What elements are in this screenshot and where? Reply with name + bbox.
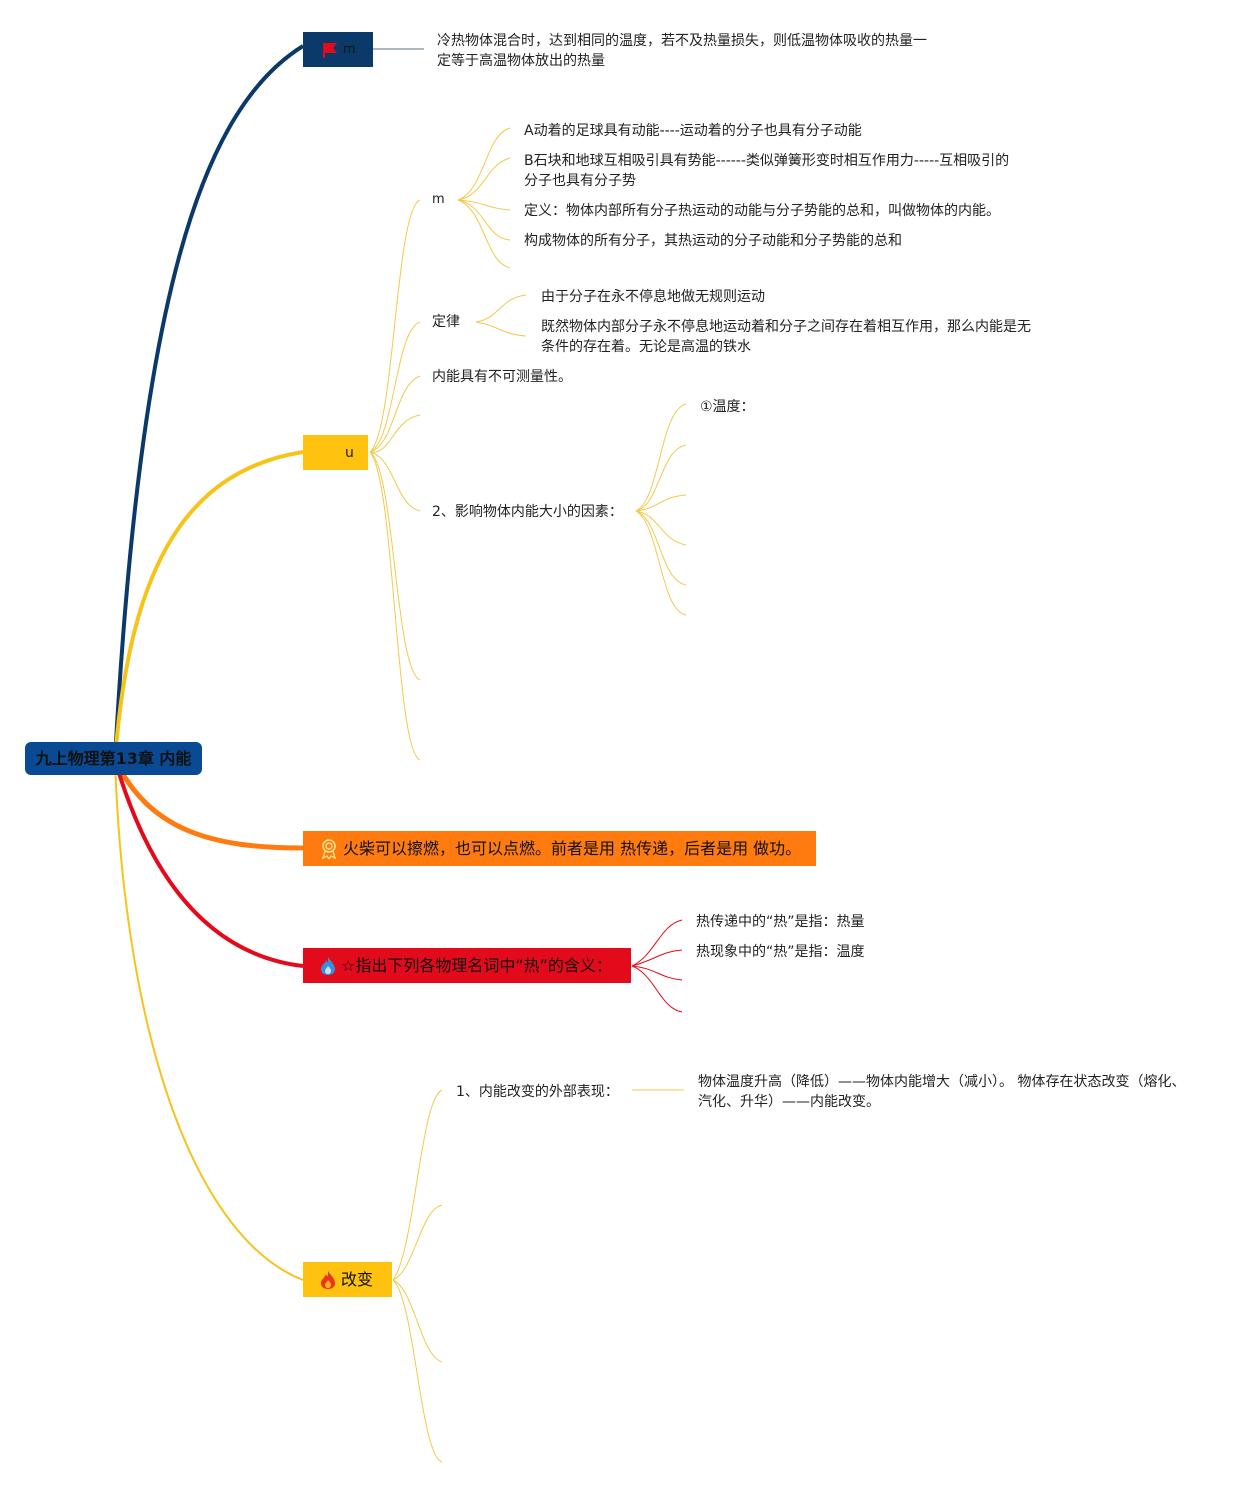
- sub-factors-label[interactable]: 2、影响物体内能大小的因素：: [432, 504, 623, 520]
- connector-branch4-item4: [631, 965, 683, 1013]
- sub-m-item-1: A动着的足球具有动能----运动着的分子也具有分子动能: [524, 123, 862, 139]
- connector-factors-item1: [635, 403, 687, 512]
- connector-branch2-blank1: [369, 414, 421, 453]
- connector-branch4-item2: [631, 949, 683, 967]
- root-node[interactable]: 九上物理第13章 内能: [25, 742, 202, 775]
- sub-law-item-1: 由于分子在永不停息地做无规则运动: [541, 289, 765, 305]
- branch1-note: 冷热物体混合时，达到相同的温度，若不及热量损失，则低温物体吸收的热量一定等于高温…: [437, 33, 927, 69]
- branch4-node[interactable]: ☆指出下列各物理名词中“热”的含义：: [303, 948, 631, 983]
- branch2-label: u: [345, 444, 354, 461]
- fire-icon: [319, 1270, 337, 1290]
- connector-factors-item2: [635, 444, 687, 512]
- connector-m-item1: [457, 127, 511, 201]
- connector-branch2-m: [369, 199, 421, 453]
- branch3-node[interactable]: 火柴可以擦燃，也可以点燃。前者是用 热传递，后者是用 做功。: [303, 831, 816, 866]
- flag-icon: [321, 41, 339, 59]
- root-title: 九上物理第13章 内能: [35, 748, 192, 768]
- connector-factors-item6: [635, 510, 687, 616]
- branch4-label: ☆指出下列各物理名词中“热”的含义：: [341, 955, 612, 975]
- connector-root-branch3: [112, 758, 304, 851]
- branch4-item-2: 热现象中的“热”是指：温度: [696, 944, 865, 960]
- connector-branch5-sub1: [392, 1089, 443, 1281]
- sub-factors-item-1: ①温度：: [700, 399, 755, 415]
- sub-law-item-2: 既然物体内部分子永不停息地运动着和分子之间存在着相互作用，那么内能是无条件的存在…: [541, 319, 1031, 355]
- connector-branch2-measure: [369, 375, 421, 453]
- branch3-label: 火柴可以擦燃，也可以点燃。前者是用 热传递，后者是用 做功。: [343, 838, 802, 858]
- connector-root-branch2: [113, 450, 304, 761]
- connector-m-item4: [457, 199, 511, 241]
- sub-m-item-4: 构成物体的所有分子，其热运动的分子动能和分子势能的总和: [524, 233, 902, 249]
- connector-branch4-item3: [631, 965, 683, 981]
- connector-law-item2: [475, 321, 527, 337]
- connector-branch2-blank3: [369, 451, 421, 761]
- connector-branch4-item1: [631, 919, 683, 967]
- connector-m-item3: [457, 199, 511, 211]
- branch5-sub1-label[interactable]: 1、内能改变的外部表现：: [456, 1084, 619, 1100]
- sub-m-item-3: 定义：物体内部所有分子热运动的动能与分子势能的总和，叫做物体的内能。: [524, 203, 1000, 219]
- branch1-node[interactable]: m: [303, 32, 373, 67]
- connector-root-branch5: [114, 759, 304, 1281]
- branch4-item-1: 热传递中的“热”是指：热量: [696, 914, 865, 930]
- connector-m-item2: [457, 157, 511, 201]
- sub-law-label[interactable]: 定律: [432, 314, 460, 330]
- connector-m-item5: [457, 199, 511, 269]
- branch2-node[interactable]: u: [303, 435, 368, 470]
- sub-m-label[interactable]: m: [432, 192, 445, 207]
- connector-root-branch4: [113, 759, 304, 968]
- connector-branch2-law: [369, 321, 421, 453]
- connector-branch5-blank3: [392, 1279, 443, 1463]
- connector-factors-item4: [635, 510, 687, 546]
- award-icon: [319, 838, 339, 860]
- fire-blue-icon: [319, 956, 337, 976]
- connector-branch2-factors: [369, 451, 421, 512]
- connector-branch5-blank1: [392, 1204, 443, 1281]
- sub-m-item-2: B石块和地球互相吸引具有势能------类似弹簧形变时相互作用力-----互相吸…: [524, 153, 1010, 189]
- connector-branch5-blank2: [392, 1279, 443, 1363]
- connector-factors-item5: [635, 510, 687, 586]
- branch5-label: 改变: [341, 1269, 374, 1289]
- sub-measure[interactable]: 内能具有不可测量性。: [432, 369, 572, 385]
- connector-root-branch1: [113, 44, 305, 761]
- connector-factors-item3: [635, 494, 687, 512]
- branch5-sub1-note: 物体温度升高（降低）——物体内能增大（减小）。 物体存在状态改变（熔化、汽化、升…: [698, 1074, 1186, 1110]
- connector-branch2-blank2: [369, 451, 421, 681]
- connector-law-item1: [475, 294, 527, 323]
- branch5-node[interactable]: 改变: [303, 1262, 392, 1297]
- branch1-label: m: [343, 41, 356, 57]
